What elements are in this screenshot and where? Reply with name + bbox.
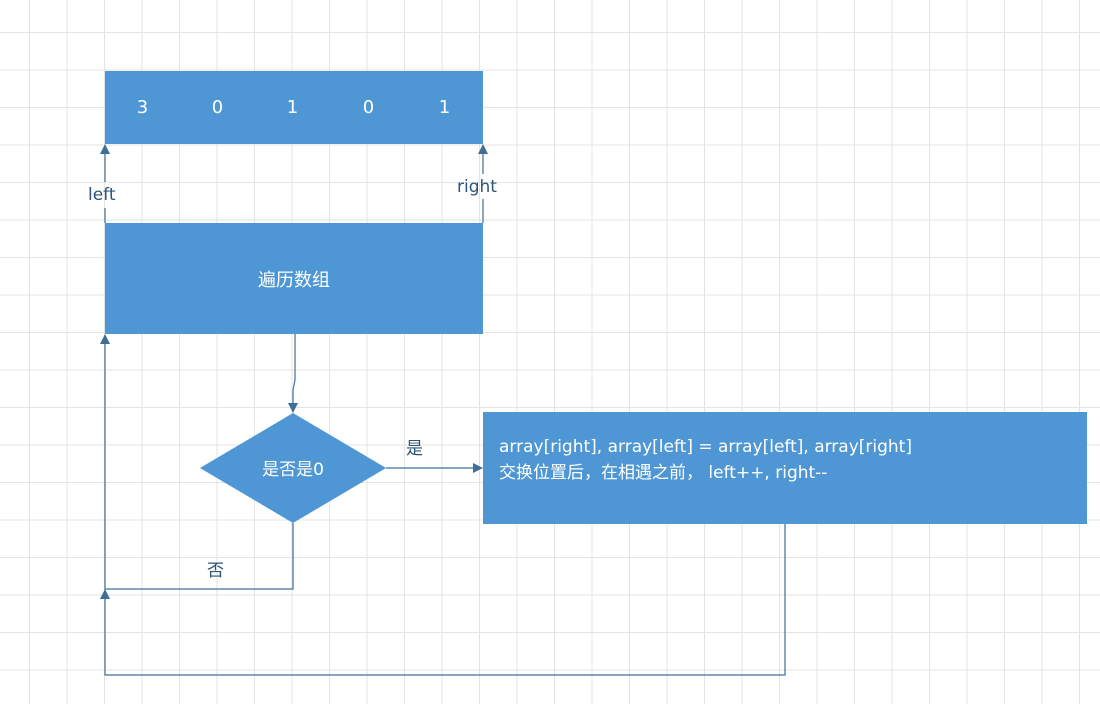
swap-return-line: [100, 524, 786, 676]
array-cell: 0: [362, 97, 375, 118]
swap-description-line: 交换位置后，在相遇之前， left++, right--: [499, 463, 828, 483]
right-pointer-label: right: [457, 177, 497, 197]
decision-label: 是否是0: [262, 460, 324, 480]
loop-box: 遍历数组: [105, 223, 483, 334]
decision-diamond: [200, 413, 386, 523]
yes-branch-label: 是: [406, 439, 423, 459]
no-branch-arrow: [100, 334, 294, 590]
array-cell: 0: [211, 97, 224, 118]
array-cell: 1: [438, 97, 451, 118]
loop-to-decision-arrow: [288, 334, 298, 413]
swap-box: array[right], array[left] = array[left],…: [483, 412, 1087, 524]
array-cell: 3: [136, 97, 149, 118]
array-cell: 1: [286, 97, 299, 118]
no-branch-label: 否: [207, 561, 224, 581]
swap-code-line: array[right], array[left] = array[left],…: [499, 437, 912, 457]
left-pointer-label: left: [88, 185, 116, 205]
loop-box-label: 遍历数组: [258, 269, 330, 291]
array-box: 3 0 1 0 1: [105, 71, 483, 144]
